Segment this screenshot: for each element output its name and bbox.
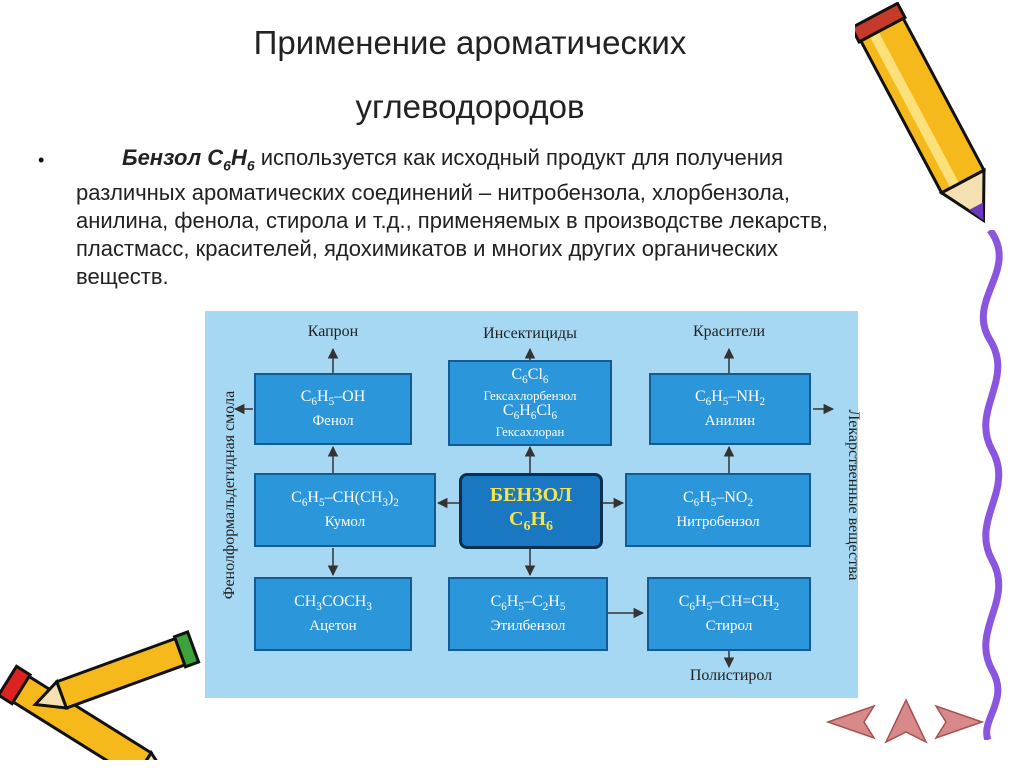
name-aniline: Анилин: [704, 412, 756, 429]
decorative-swirl-line: [979, 230, 1003, 740]
name-nitrobenzene: Нитробензол: [676, 513, 760, 530]
box-phenol: C6H5–OH Фенол: [254, 373, 412, 445]
benzene-diagram: Капрон Инсектициды Красители Полистирол …: [205, 311, 862, 698]
pencils-bottom-left-icon: [0, 630, 201, 760]
bullet-paragraph: Бензол С6Н6 используется как исходный пр…: [76, 144, 846, 291]
next-slide-button[interactable]: [930, 702, 986, 742]
slide-title-line2: углеводородов: [355, 88, 585, 125]
formula-styrene: C6H5–CH=CH2: [678, 593, 780, 614]
formula-hexachlorane: C6H6Cl6: [502, 402, 558, 423]
bullet-text: используется как исходный продукт для по…: [76, 145, 828, 290]
box-benzene-center: БЕНЗОЛ C6H6: [459, 473, 603, 549]
formula-acetone: CH3COCH3: [294, 593, 372, 614]
formula-phenol: C6H5–OH: [300, 388, 366, 409]
name-hexachlorane: Гексахлоран: [495, 424, 565, 440]
diagram-arrows: [233, 347, 835, 669]
name-hexachlorobenzene: Гексахлорбензол: [483, 388, 577, 403]
name-cumene: Кумол: [324, 513, 366, 530]
box-styrene: C6H5–CH=CH2 Стирол: [647, 577, 811, 651]
box-hexachloro: C6Cl6 Гексахлорбензол C6H6Cl6 Гексахлора…: [448, 360, 612, 446]
name-ethylbenzene: Этилбензол: [490, 617, 566, 634]
benzene-lead: Бензол С6Н6: [122, 145, 255, 174]
name-phenol: Фенол: [312, 412, 354, 429]
name-acetone: Ацетон: [309, 617, 357, 634]
formula-cumene: C6H5–CH(CH3)2: [291, 489, 399, 510]
name-styrene: Стирол: [705, 617, 753, 634]
formula-nitrobenzene: C6H5–NO2: [682, 489, 754, 510]
label-polystyrene: Полистирол: [689, 667, 773, 684]
box-cumene: C6H5–CH(CH3)2 Кумол: [254, 473, 436, 547]
box-aniline: C6H5–NH2 Анилин: [649, 373, 811, 445]
label-insecticides: Инсектициды: [483, 325, 577, 342]
label-medicines: Лекарственные вещества: [845, 409, 862, 581]
box-acetone: CH3COCH3 Ацетон: [254, 577, 412, 651]
label-dyes: Красители: [692, 323, 766, 340]
slide-title-line1: Применение ароматических: [253, 24, 687, 61]
center-name: БЕНЗОЛ: [489, 484, 573, 506]
label-phenol-formaldehyde-resin: Фенолформальдегидная смола: [221, 390, 238, 600]
bullet-marker: •: [38, 150, 45, 170]
formula-ethylbenzene: C6H5–C2H5: [490, 593, 566, 614]
prev-slide-button[interactable]: [824, 702, 880, 742]
home-slide-button[interactable]: [882, 696, 930, 746]
box-ethylbenzene: C6H5–C2H5 Этилбензол: [448, 577, 608, 651]
formula-hexachlorobenzene: C6Cl6: [511, 365, 549, 386]
box-nitrobenzene: C6H5–NO2 Нитробензол: [625, 473, 811, 547]
formula-aniline: C6H5–NH2: [694, 388, 766, 409]
label-kapron: Капрон: [307, 323, 359, 340]
pencil-top-right-icon: [855, 2, 987, 224]
center-formula: C6H6: [508, 508, 553, 534]
